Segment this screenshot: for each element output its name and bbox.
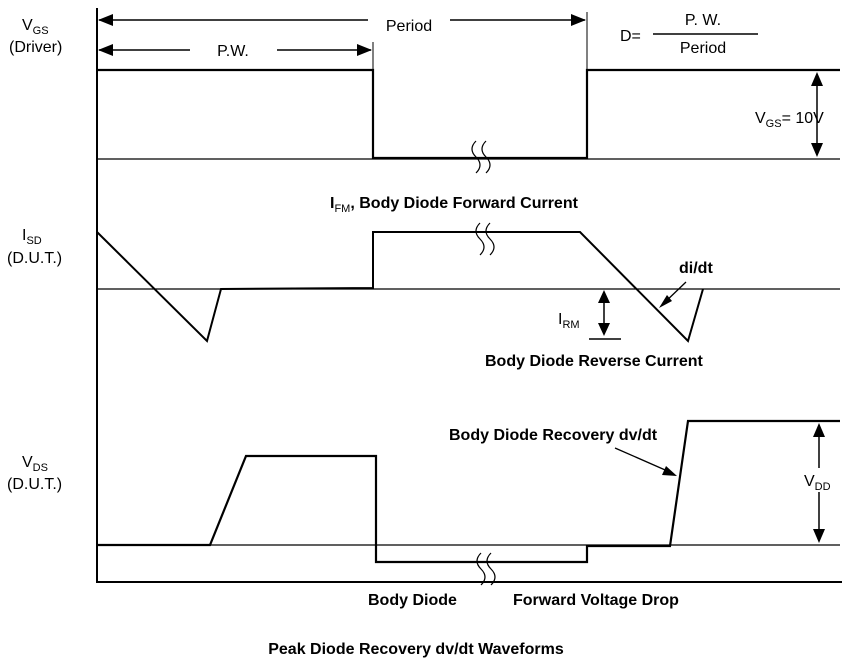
forward-drop-label: Forward Voltage Drop (513, 592, 679, 609)
vgs-break-mark (471, 140, 481, 174)
isd-break-mark (475, 222, 485, 256)
vgs-amplitude-arrowhead-down (811, 143, 823, 157)
body-diode-label: Body Diode (368, 592, 457, 609)
vdd-arrowhead-down (813, 529, 825, 543)
ifm-label: IFM, Body Diode Forward Current (330, 195, 579, 215)
vdd-arrowhead-up (813, 423, 825, 437)
recovery-pointer-line (614, 447, 673, 474)
reverse-current-label: Body Diode Reverse Current (485, 353, 704, 370)
vdd-label: VDD (804, 473, 831, 493)
period-arrowhead-left (98, 14, 113, 26)
didt-label: di/dt (679, 260, 713, 277)
vgs-amplitude-arrowhead-up (811, 72, 823, 86)
period-label: Period (386, 18, 432, 35)
isd-label: ISD (22, 227, 42, 247)
vgs-label: VGS (22, 17, 49, 37)
duty-numerator: P. W. (685, 12, 721, 29)
irm-arrowhead-up (598, 290, 610, 303)
vds-label: VDS (22, 454, 48, 474)
duty-eq-label: D= (620, 28, 641, 45)
isd-break-mark (485, 222, 495, 256)
recovery-pointer-arrowhead (662, 466, 677, 476)
irm-label: IRM (558, 311, 580, 331)
diagram-caption: Peak Diode Recovery dv/dt Waveforms (268, 641, 564, 658)
duty-denominator: Period (680, 40, 726, 57)
vgs-waveform (97, 68, 840, 160)
irm-arrowhead-down (598, 323, 610, 336)
dut-label-vds: (D.U.T.) (7, 476, 62, 493)
isd-waveform (96, 231, 704, 343)
vds-break-mark (486, 552, 496, 586)
vgs-amplitude-label: VGS= 10V (755, 110, 824, 130)
dut-label-isd: (D.U.T.) (7, 250, 62, 267)
pw-arrowhead-left (98, 44, 113, 56)
pw-label: P.W. (217, 43, 249, 60)
period-arrowhead-right (571, 14, 586, 26)
driver-label: (Driver) (9, 39, 62, 56)
vgs-break-mark (481, 140, 491, 174)
didt-pointer-arrowhead (659, 295, 672, 308)
vds-break-mark (476, 552, 486, 586)
recovery-dvdt-label: Body Diode Recovery dv/dt (449, 427, 658, 444)
pw-arrowhead-right (357, 44, 372, 56)
vds-waveform (97, 419, 840, 564)
